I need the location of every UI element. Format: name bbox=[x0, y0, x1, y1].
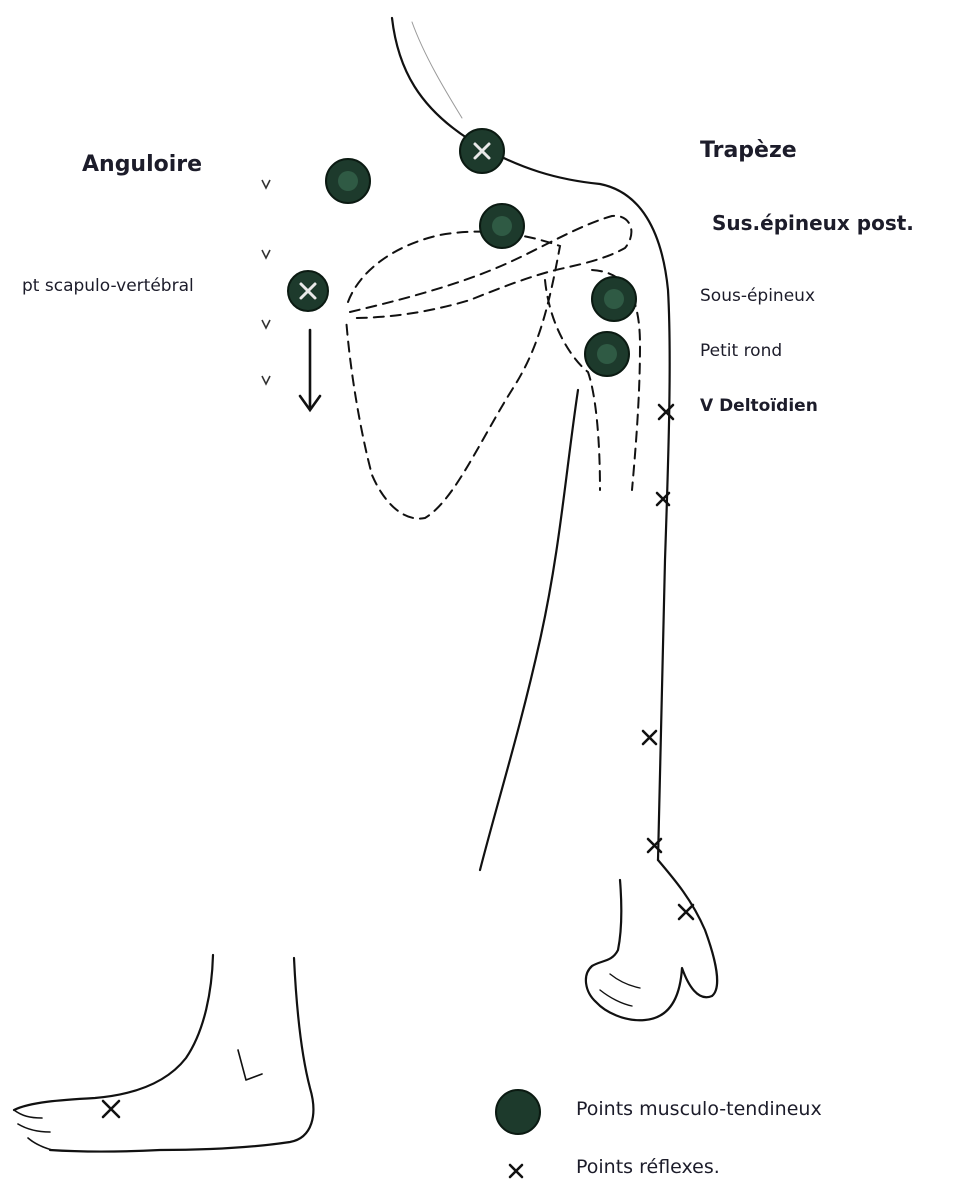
legend-musculo-tendineux: Points musculo-tendineux bbox=[576, 1100, 822, 1119]
down-arrow bbox=[300, 330, 320, 410]
legend-reflexes: Points réflexes. bbox=[576, 1158, 720, 1177]
leg-front-outline bbox=[50, 958, 313, 1152]
label-scapulo-vertebral: pt scapulo-vertébral bbox=[22, 278, 194, 295]
ankle-mark bbox=[238, 1050, 262, 1080]
scapula-outline bbox=[346, 232, 560, 519]
label-petit-rond: Petit rond bbox=[700, 343, 782, 360]
label-deltoidien: V Deltoïdien bbox=[700, 398, 818, 415]
label-sus-epineux-post: Sus.épineux post. bbox=[712, 213, 914, 233]
hand-outline bbox=[586, 860, 717, 1020]
leg-back-outline bbox=[14, 955, 213, 1110]
label-sous-epineux: Sous-épineux bbox=[700, 288, 815, 305]
spine-marks bbox=[262, 180, 270, 384]
legend-musculo-symbol bbox=[496, 1090, 540, 1134]
reflex-cross-foot bbox=[103, 1101, 119, 1117]
reflex-cross-forearm bbox=[643, 731, 656, 744]
reflex-cross-deltoid bbox=[659, 405, 673, 419]
humerus-inner-dashed bbox=[545, 280, 600, 490]
finger-lines bbox=[600, 974, 640, 1006]
neck-shoulder-outline bbox=[392, 18, 670, 860]
reflex-cross-hand bbox=[679, 905, 693, 919]
toes bbox=[14, 1110, 52, 1150]
musculo-tendinous-points bbox=[288, 129, 636, 1134]
label-trapeze: Trapèze bbox=[700, 140, 797, 162]
inner-arm-outline bbox=[480, 390, 578, 870]
legend-reflex-symbol bbox=[510, 1165, 522, 1177]
label-angulaire: Anguloire bbox=[82, 154, 202, 176]
